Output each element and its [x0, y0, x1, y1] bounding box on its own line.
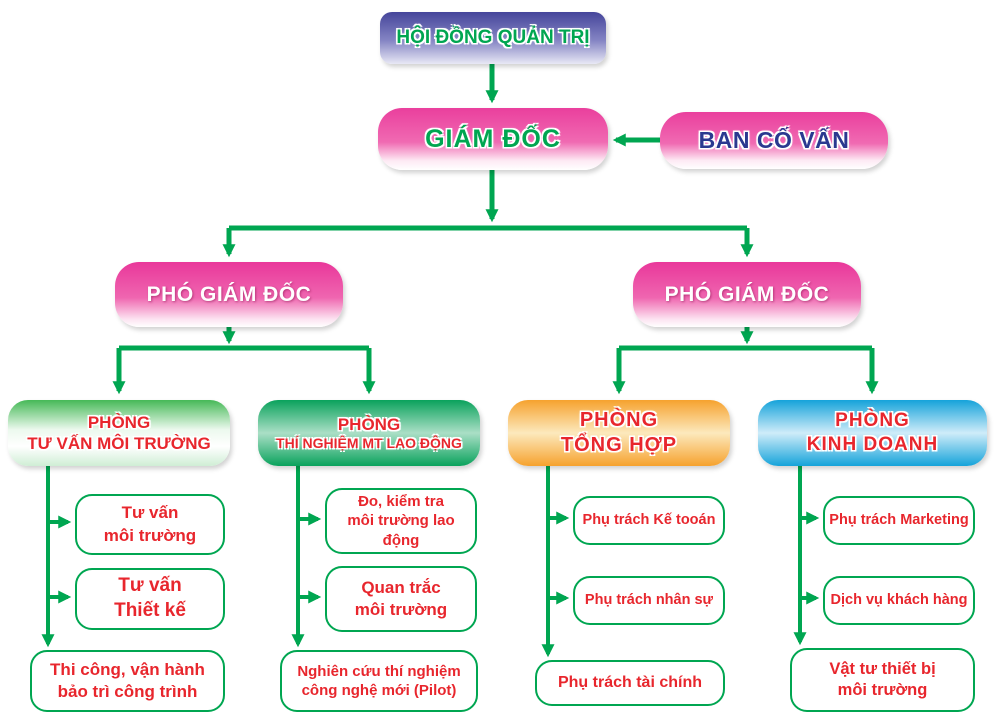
- dept1-label-line1: PHÒNG: [87, 412, 151, 432]
- dept4-item-vat-tu-thiet-bi: Vật tư thiết bị môi trường: [790, 648, 975, 712]
- node-deputy-right-label: PHÓ GIÁM ĐỐC: [664, 282, 830, 306]
- dept3-item-ke-toan: Phụ trách Kế tooán: [573, 496, 725, 545]
- dept1-item-thi-cong-van-hanh: Thi công, vận hành bảo trì công trình: [30, 650, 225, 712]
- node-advisory-board-label: BAN CỐ VẤN: [698, 127, 850, 153]
- dept3-label-line2: TỔNG HỢP: [560, 434, 678, 456]
- dept3-label-line1: PHÒNG: [579, 409, 659, 431]
- dept-tu-van-moi-truong: PHÒNG TƯ VẤN MÔI TRƯỜNG: [8, 400, 230, 466]
- node-director: GIÁM ĐỐC: [378, 108, 608, 170]
- dept1-label-line2: TƯ VẤN MÔI TRƯỜNG: [27, 434, 211, 453]
- dept4-label-line1: PHÒNG: [835, 410, 910, 432]
- dept1-item-tu-van-moi-truong: Tư vấn môi trường: [75, 494, 225, 555]
- dept3-item-tai-chinh: Phụ trách tài chính: [535, 660, 725, 706]
- node-board: HỘI ĐỒNG QUẢN TRỊ: [380, 12, 606, 64]
- dept2-item-do-kiem-tra: Đo, kiểm tra môi trường lao động: [325, 488, 477, 554]
- node-board-label: HỘI ĐỒNG QUẢN TRỊ: [396, 27, 590, 48]
- dept-tong-hop: PHÒNG TỔNG HỢP: [508, 400, 730, 466]
- dept1-item-tu-van-thiet-ke: Tư vấn Thiết kế: [75, 568, 225, 630]
- dept2-item-quan-trac: Quan trắc môi trường: [325, 566, 477, 632]
- dept4-label-line2: KINH DOANH: [806, 434, 939, 455]
- dept2-label-line1: PHÒNG: [337, 414, 401, 434]
- dept2-item-nghien-cuu-pilot: Nghiên cứu thí nghiệm công nghệ mới (Pil…: [280, 650, 478, 712]
- dept-kinh-doanh: PHÒNG KINH DOANH: [758, 400, 987, 466]
- dept4-item-dich-vu-khach-hang: Dịch vụ khách hàng: [823, 576, 975, 625]
- node-deputy-director-right: PHÓ GIÁM ĐỐC: [633, 262, 861, 327]
- dept2-label-line2: THÍ NGHIỆM MT LAO ĐỘNG: [276, 434, 462, 451]
- node-deputy-left-label: PHÓ GIÁM ĐỐC: [146, 282, 312, 306]
- node-advisory-board: BAN CỐ VẤN: [660, 112, 888, 169]
- node-director-label: GIÁM ĐỐC: [425, 124, 561, 153]
- dept4-item-marketing: Phụ trách Marketing: [823, 496, 975, 545]
- dept3-item-nhan-su: Phụ trách nhân sự: [573, 576, 725, 625]
- dept-thi-nghiem-mt-lao-dong: PHÒNG THÍ NGHIỆM MT LAO ĐỘNG: [258, 400, 480, 466]
- node-deputy-director-left: PHÓ GIÁM ĐỐC: [115, 262, 343, 327]
